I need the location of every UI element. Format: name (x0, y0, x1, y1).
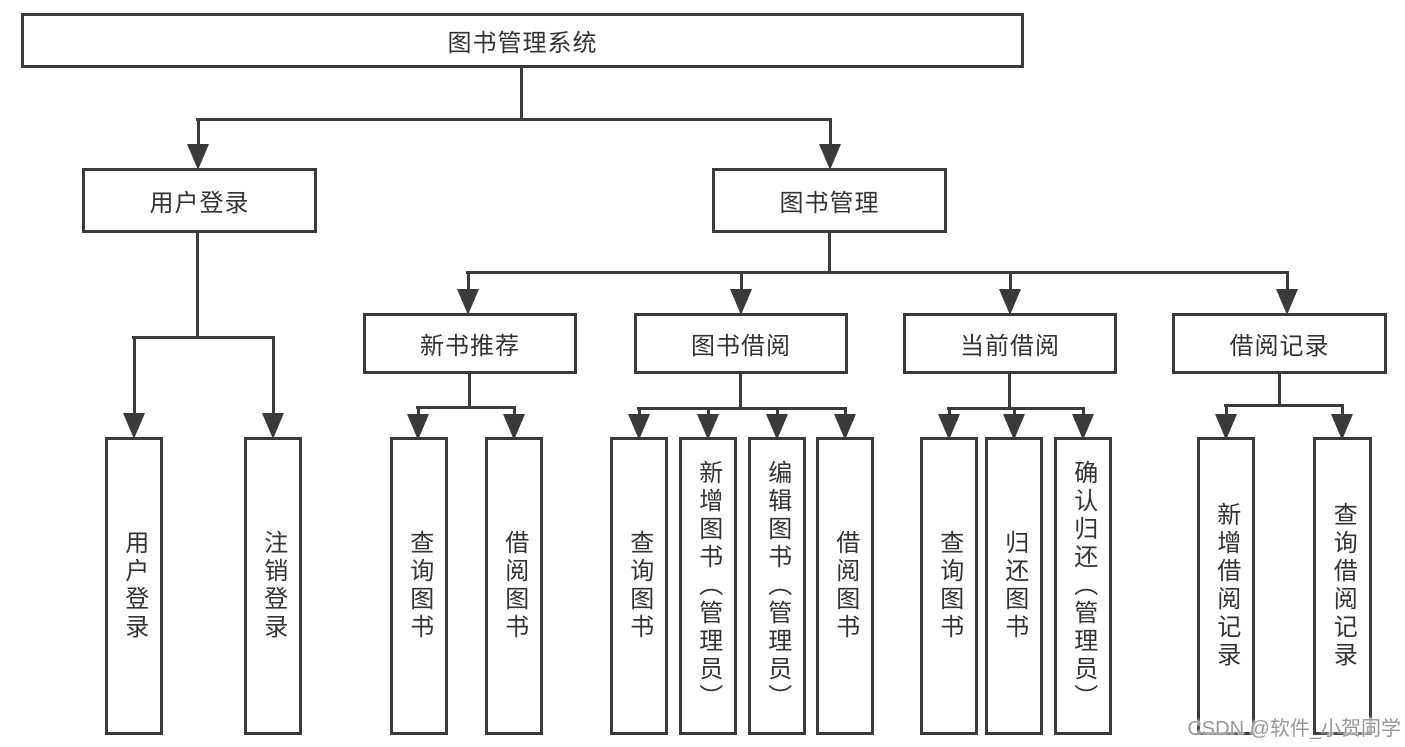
leaf-label: 借阅图书 (831, 530, 859, 642)
arrowhead-down-icon (938, 414, 960, 440)
arrowhead-down-icon (766, 414, 788, 440)
leaf-borrow-edit-book-admin: 编辑图书（管理员） (748, 437, 806, 735)
connector-arrow-stem (844, 407, 847, 417)
leaf-records-query-record: 查询借阅记录 (1313, 437, 1372, 735)
arrowhead-down-icon (457, 289, 479, 315)
node-label: 新书推荐 (420, 333, 520, 360)
connector-arrow-stem (776, 407, 779, 417)
leaf-label: 查询图书 (405, 530, 433, 642)
node-user-login: 用户登录 (82, 168, 317, 233)
leaf-label: 用户登录 (120, 530, 148, 642)
node-borrow-records: 借阅记录 (1172, 313, 1387, 374)
connector-arrow-stem (707, 407, 710, 417)
arrowhead-down-icon (1003, 414, 1025, 440)
node-label: 借阅记录 (1229, 333, 1330, 360)
leaf-label: 查询图书 (625, 530, 653, 642)
arrowhead-down-icon (503, 414, 525, 440)
leaf-label: 编辑图书（管理员） (763, 460, 791, 712)
leaf-label: 查询图书 (935, 530, 963, 642)
connector-vline (468, 372, 471, 409)
leaf-label: 注销登录 (259, 530, 287, 642)
arrowhead-down-icon (262, 413, 284, 439)
arrowhead-down-icon (697, 414, 719, 440)
leaf-label: 新增图书（管理员） (694, 460, 722, 712)
leaf-records-add-record: 新增借阅记录 (1197, 437, 1255, 735)
connector-vline (739, 374, 742, 410)
arrowhead-down-icon (1276, 289, 1298, 315)
connector-arrow-stem (417, 406, 420, 417)
connector-hline (196, 118, 832, 121)
node-label: 图书管理 (779, 190, 880, 217)
arrowhead-down-icon (834, 414, 856, 440)
connector-arrow-stem (1009, 271, 1012, 292)
connector-hline (466, 271, 1289, 274)
arrowhead-down-icon (1215, 414, 1237, 440)
node-label: 当前借阅 (960, 333, 1060, 360)
arrowhead-down-icon (730, 289, 752, 315)
connector-arrow-stem (1341, 404, 1344, 417)
connector-hline (947, 407, 1085, 410)
arrowhead-down-icon (123, 413, 145, 439)
leaf-label: 借阅图书 (500, 530, 528, 642)
arrowhead-down-icon (819, 144, 841, 170)
connector-arrow-stem (1225, 404, 1228, 417)
connector-arrow-stem (948, 407, 951, 417)
arrowhead-down-icon (407, 414, 429, 440)
node-library-management-system: 图书管理系统 (21, 13, 1024, 68)
node-book-borrow: 图书借阅 (634, 313, 848, 374)
connector-vline (196, 231, 199, 339)
leaf-logout-login: 注销登录 (244, 437, 302, 735)
connector-vline (520, 66, 523, 121)
node-label: 用户登录 (149, 190, 250, 217)
node-label: 图书借阅 (691, 333, 791, 360)
arrowhead-down-icon (187, 144, 209, 170)
leaf-recommend-borrow-book: 借阅图书 (485, 437, 543, 735)
leaf-current-confirm-return-admin: 确认归还（管理员） (1054, 437, 1112, 735)
arrowhead-down-icon (1331, 414, 1353, 440)
leaf-current-return-book: 归还图书 (985, 437, 1043, 735)
connector-vline (1278, 372, 1281, 407)
arrowhead-down-icon (1072, 414, 1094, 440)
connector-hline (132, 336, 275, 339)
connector-arrow-stem (133, 336, 136, 416)
leaf-label: 查询借阅记录 (1329, 502, 1357, 670)
node-current-borrow: 当前借阅 (903, 313, 1117, 374)
node-new-book-recommend: 新书推荐 (363, 313, 577, 374)
connector-arrow-stem (197, 118, 200, 147)
leaf-borrow-borrow-book: 借阅图书 (816, 437, 874, 735)
connector-arrow-stem (1286, 271, 1289, 292)
leaf-user-login: 用户登录 (105, 437, 163, 735)
connector-vline (1008, 374, 1011, 410)
connector-arrow-stem (272, 336, 275, 416)
leaf-label: 确认归还（管理员） (1069, 460, 1097, 712)
connector-arrow-stem (740, 271, 743, 292)
connector-vline (828, 230, 831, 274)
connector-arrow-stem (1013, 407, 1016, 417)
leaf-borrow-add-book-admin: 新增图书（管理员） (679, 437, 737, 735)
leaf-borrow-query-book: 查询图书 (610, 437, 668, 735)
connector-arrow-stem (467, 271, 470, 292)
connector-arrow-stem (513, 406, 516, 417)
arrowhead-down-icon (628, 414, 650, 440)
leaf-recommend-query-book: 查询图书 (390, 437, 448, 735)
node-book-management: 图书管理 (712, 168, 947, 233)
connector-arrow-stem (638, 407, 641, 417)
node-label: 图书管理系统 (447, 30, 598, 57)
leaf-label: 新增借阅记录 (1212, 502, 1240, 670)
connector-hline (637, 407, 847, 410)
connector-hline (1224, 404, 1344, 407)
arrowhead-down-icon (999, 289, 1021, 315)
connector-hline (416, 406, 516, 409)
leaf-current-query-book: 查询图书 (920, 437, 978, 735)
connector-arrow-stem (1082, 407, 1085, 417)
watermark-text: CSDN @软件_小贺同学 (1187, 718, 1401, 740)
leaf-label: 归还图书 (1000, 530, 1028, 642)
connector-arrow-stem (829, 118, 832, 147)
